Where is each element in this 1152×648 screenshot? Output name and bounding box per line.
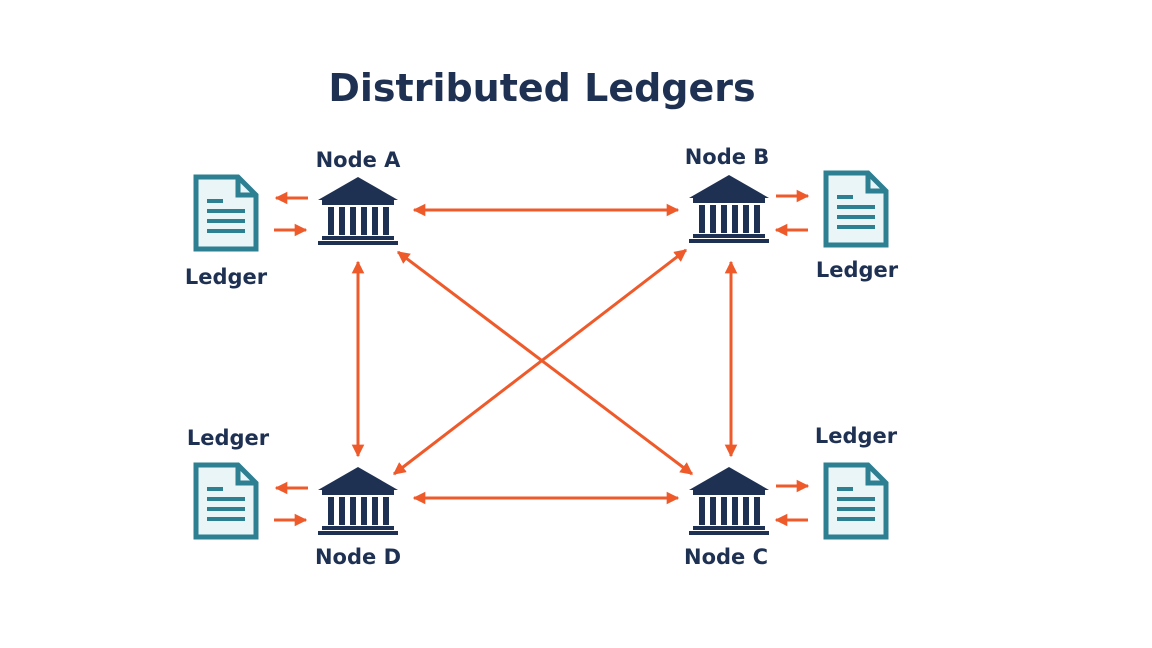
- ledger-a-label: Ledger: [185, 265, 268, 289]
- ledger-d-label: Ledger: [187, 426, 270, 450]
- node-d-label: Node D: [315, 545, 401, 569]
- link-b-d: [393, 248, 687, 476]
- document-icon: [826, 173, 886, 245]
- node-b: Node B: [685, 145, 770, 243]
- bank-building-icon: [318, 467, 398, 535]
- link-a-c: [396, 250, 694, 476]
- node-a: Node A: [316, 148, 402, 245]
- document-icon: [196, 177, 256, 249]
- node-c-label: Node C: [684, 545, 768, 569]
- bank-building-icon: [689, 175, 769, 243]
- diagram-title: Distributed Ledgers: [328, 66, 755, 110]
- ledger-sync-arrows: [274, 189, 810, 527]
- ledger-c-label: Ledger: [815, 424, 898, 448]
- ledger-a: Ledger: [185, 177, 268, 289]
- node-d: Node D: [315, 467, 401, 569]
- ledger-b-label: Ledger: [816, 258, 899, 282]
- ledger-b: Ledger: [816, 173, 899, 282]
- node-connections: [351, 203, 738, 505]
- node-a-label: Node A: [316, 148, 402, 172]
- document-icon: [826, 465, 886, 537]
- node-b-label: Node B: [685, 145, 770, 169]
- bank-building-icon: [318, 177, 398, 245]
- node-c: Node C: [684, 467, 769, 569]
- bank-building-icon: [689, 467, 769, 535]
- ledger-c: Ledger: [815, 424, 898, 537]
- ledger-d: Ledger: [187, 426, 270, 537]
- document-icon: [196, 465, 256, 537]
